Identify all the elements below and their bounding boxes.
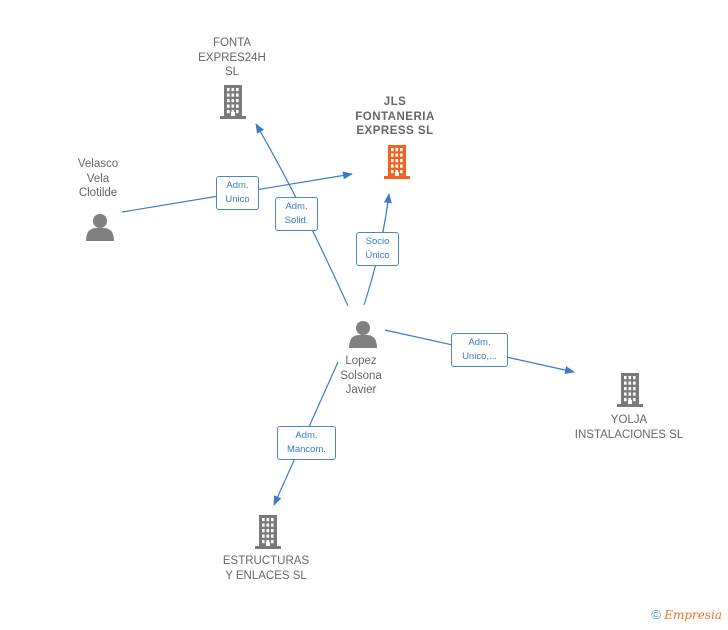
node-label-lopez[interactable]: Lopez Solsona Javier (340, 355, 382, 396)
edge-label-lopez-estructuras[interactable]: Adm. Mancom. (277, 426, 336, 460)
building-icon[interactable] (220, 85, 246, 119)
person-icon[interactable] (349, 321, 377, 348)
node-label-estructuras[interactable]: ESTRUCTURAS Y ENLACES SL (222, 555, 310, 582)
node-label-jls[interactable]: JLS FONTANERIA EXPRESS SL (355, 96, 435, 137)
edges-layer (121, 123, 575, 506)
edge-label-lopez-jls[interactable]: Socio Único (356, 232, 399, 266)
building-icon[interactable] (384, 145, 410, 179)
edge-label-velasco-jls[interactable]: Adm. Unico (216, 176, 259, 210)
building-icon[interactable] (255, 515, 281, 549)
brand-logo[interactable]: Empresia (664, 608, 722, 622)
building-icon[interactable] (617, 373, 643, 407)
edge-label-lopez-yolja[interactable]: Adm. Unico,... (451, 333, 508, 367)
edge-label-lopez-fonta[interactable]: Adm. Solid. (275, 197, 318, 231)
node-label-velasco[interactable]: Velasco Vela Clotilde (77, 158, 119, 199)
nodes-layer (86, 85, 643, 549)
node-label-yolja[interactable]: YOLJA INSTALACIONES SL (574, 414, 684, 441)
node-label-fonta[interactable]: FONTA EXPRES24H SL (198, 37, 266, 78)
footer: © Empresia (651, 607, 722, 622)
person-icon[interactable] (86, 214, 114, 241)
copyright-icon: © (651, 607, 661, 622)
